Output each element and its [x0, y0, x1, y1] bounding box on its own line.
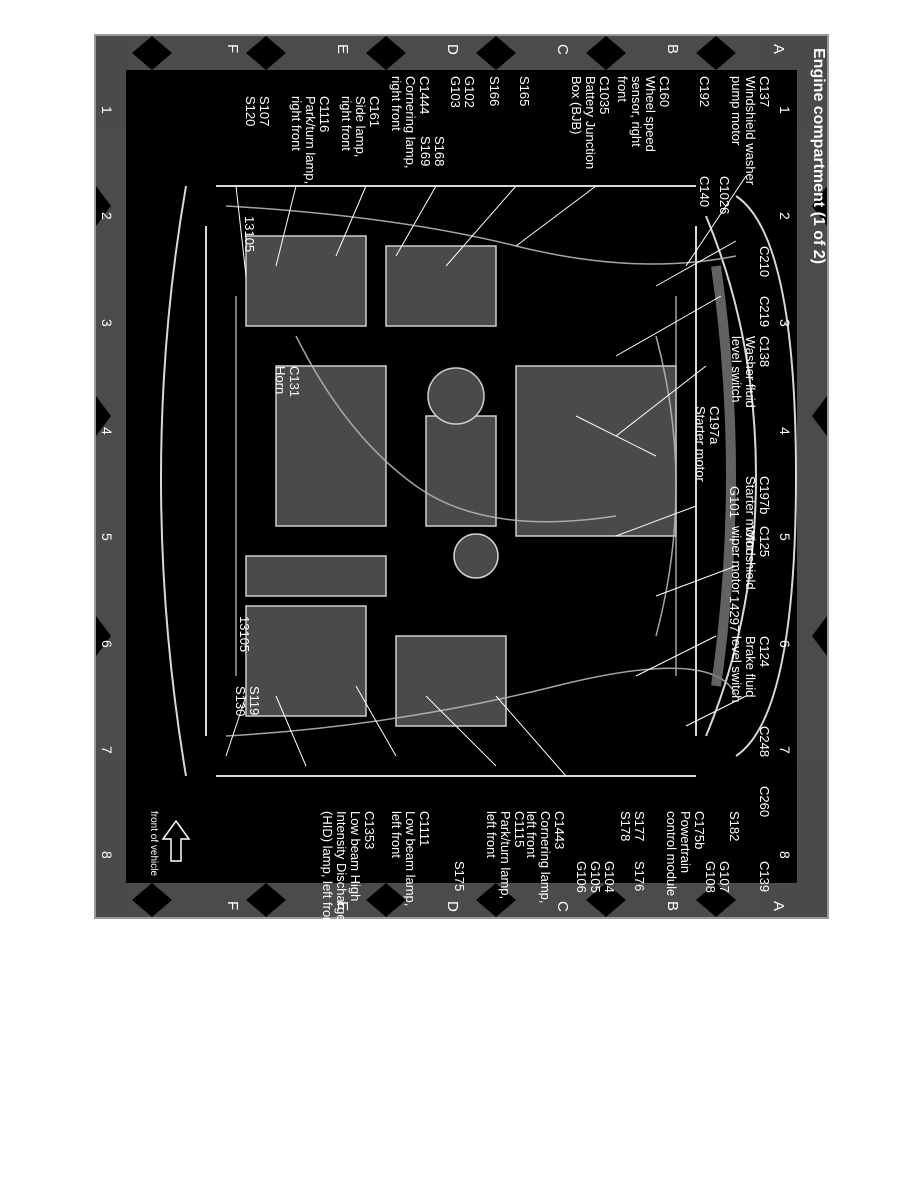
label-c1116: C1116 Park/turn lamp, right front — [289, 96, 332, 185]
grid-number-bottom: 2 — [99, 212, 115, 220]
label-g102-g103: G102 G103 — [448, 76, 477, 108]
label-s177-s178: S177 S178 — [618, 811, 647, 842]
grid-number-bottom: 3 — [99, 319, 115, 327]
label-c1115: C1115 Park/turn lamp, left front — [484, 811, 527, 900]
engine-components — [245, 235, 677, 727]
label-c125: C125 Windshield wiper motor — [729, 526, 772, 594]
label-c160: C160 Wheel speed sensor, right front — [615, 76, 672, 152]
label-c248: C248 — [757, 726, 772, 758]
label-g107-g108: G107 G108 — [703, 861, 732, 893]
label-c139: C139 — [757, 861, 772, 893]
grid-number-top: 5 — [777, 533, 793, 541]
grid-letter-left: E — [334, 44, 351, 55]
cowl-panel — [711, 265, 736, 687]
grid-letter-left: A — [770, 44, 787, 55]
label-c140: C140 — [697, 176, 712, 208]
diagram-frame: Engine compartment (1 of 2) 1 2 3 4 5 6 … — [94, 34, 831, 928]
label-c1353: C1353 Low beam High Intensity Discharge … — [320, 811, 377, 929]
label-14297: 14297 — [727, 596, 742, 633]
grid-number-top: 4 — [777, 427, 793, 435]
grid-number-top: 7 — [777, 746, 793, 754]
leader-lines — [225, 175, 747, 777]
border-cutouts — [96, 36, 827, 917]
engine-illustration — [96, 36, 827, 917]
label-c161: C161 Side lamp, right front — [339, 96, 382, 158]
grid-number-top: 1 — [777, 106, 793, 114]
grid-letter-left: B — [664, 44, 681, 55]
label-c124: C124 Brake fluid level switch — [729, 636, 772, 703]
label-c1444: C1444 Cornering lamp, right front — [389, 76, 432, 169]
grid-number-bottom: 1 — [99, 106, 115, 114]
label-c260: C260 — [757, 786, 772, 818]
grid-letter-left: D — [444, 44, 461, 55]
label-g104-g106: G104 G105 G106 — [574, 861, 617, 893]
grid-number-bottom: 8 — [99, 851, 115, 859]
grid-number-top: 6 — [777, 640, 793, 648]
front-of-vehicle-text: front of vehicle — [148, 811, 159, 877]
front-of-vehicle-indicator: front of vehicle — [142, 811, 191, 876]
grid-number-bottom: 4 — [99, 427, 115, 435]
label-c131: C131 Horn — [273, 366, 302, 398]
label-s119-s130: S119 S130 — [233, 686, 262, 717]
grid-letter-right: B — [664, 901, 681, 912]
label-c1035: C1035 Battery Junction Box (BJB) — [569, 76, 612, 170]
label-c1111: C1111 Low beam lamp, left front — [389, 811, 432, 907]
arrow-up-icon — [161, 819, 191, 862]
label-s107-s120: S107 S120 — [243, 96, 272, 127]
grid-letter-left: C — [554, 44, 571, 55]
label-c137: C137 Windshield washer pump motor — [729, 76, 772, 186]
grid-number-bottom: 6 — [99, 640, 115, 648]
label-c219: C219 — [757, 296, 772, 328]
grid-number-bottom: 5 — [99, 533, 115, 541]
label-c197a: C197a Starter motor — [693, 406, 722, 482]
label-s165: S165 — [517, 76, 532, 107]
grid-number-top: 8 — [777, 851, 793, 859]
label-c138: C138 Washer fluid level switch — [729, 336, 772, 408]
label-c192: C192 — [697, 76, 712, 108]
label-s175: S175 — [452, 861, 467, 892]
diagram-title: Engine compartment (1 of 2) — [810, 48, 827, 265]
label-c1443: C1443 Cornering lamp, left front — [524, 811, 567, 904]
label-g101: G101 — [727, 486, 742, 518]
label-s176: S176 — [632, 861, 647, 892]
rotated-diagram-layer: Engine compartment (1 of 2) 1 2 3 4 5 6 … — [96, 36, 831, 928]
label-s182: S182 — [727, 811, 742, 842]
grid-number-top: 2 — [777, 212, 793, 220]
label-c1026: C1026 — [717, 176, 732, 215]
grid-letter-right: F — [224, 901, 241, 911]
wiring-harness — [225, 205, 737, 737]
grid-letter-right: D — [444, 901, 461, 912]
label-13105-right: 13105 — [242, 216, 257, 253]
label-c210: C210 — [757, 246, 772, 278]
grid-letter-left: F — [224, 44, 241, 54]
grid-letter-right: A — [770, 901, 787, 912]
label-13105-left: 13105 — [237, 616, 252, 653]
label-c175b: C175b Powertrain control module — [664, 811, 707, 897]
label-s166: S166 — [487, 76, 502, 107]
grid-number-top: 3 — [777, 319, 793, 327]
grid-number-bottom: 7 — [99, 746, 115, 754]
